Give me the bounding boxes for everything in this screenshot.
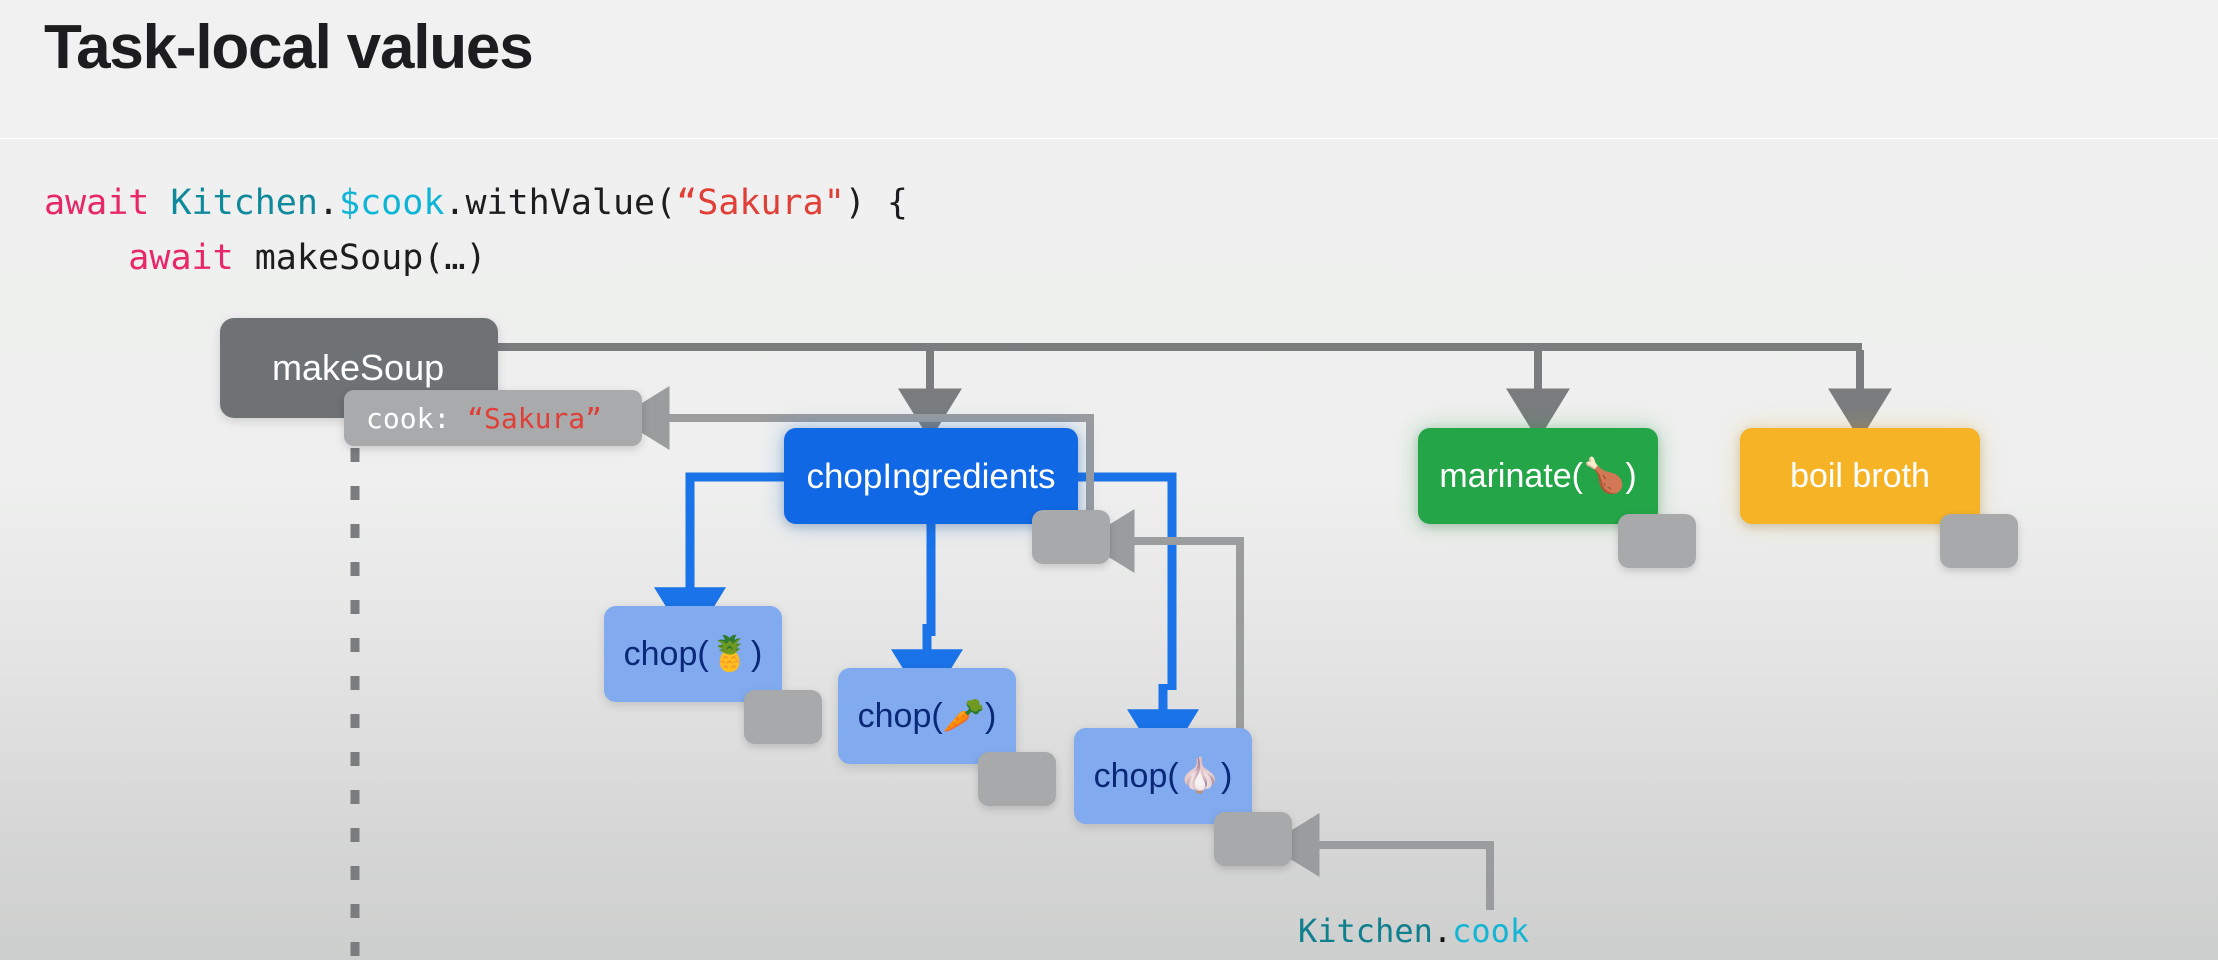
string-literal-sakura: “Sakura" <box>676 183 845 223</box>
task-handle-chopingredients[interactable] <box>1032 510 1110 564</box>
node-chop-pineapple[interactable]: chop(🍍) <box>604 606 782 702</box>
node-chopingredients-label: chopIngredients <box>806 456 1056 496</box>
task-handle-chop-pineapple[interactable] <box>744 690 822 744</box>
node-marinate[interactable]: marinate(🍗) <box>1418 428 1658 524</box>
code-dot: . <box>317 183 340 223</box>
keyword-await: await <box>44 183 150 223</box>
code-tail: ) { <box>844 183 908 223</box>
node-makesoup-label: makeSoup <box>272 347 445 388</box>
code-space <box>149 183 170 223</box>
task-handle-chop-garlic[interactable] <box>1214 812 1292 866</box>
task-handle-marinate[interactable] <box>1618 514 1696 568</box>
task-local-value-badge[interactable]: cook: “Sakura” <box>344 390 642 446</box>
node-chop-pineapple-label: chop(🍍) <box>623 635 763 673</box>
caption-property: cook <box>1452 912 1530 950</box>
method-withvalue: .withValue( <box>444 183 677 223</box>
caption-dot: . <box>1432 912 1453 950</box>
code-space-2 <box>234 238 255 278</box>
node-chopingredients[interactable]: chopIngredients <box>784 428 1078 524</box>
code-indent <box>44 238 128 278</box>
node-chop-garlic-label: chop(🧄) <box>1093 757 1233 795</box>
task-local-value-value: “Sakura” <box>467 401 603 435</box>
code-line-1: await Kitchen.$cook.withValue(“Sakura") … <box>44 183 908 223</box>
code-block: await Kitchen.$cook.withValue(“Sakura") … <box>44 176 908 286</box>
slide-header: Task-local values <box>0 0 2218 138</box>
node-boilbroth[interactable]: boil broth <box>1740 428 1980 524</box>
code-line-2: await makeSoup(…) <box>44 238 487 278</box>
node-chop-carrot-label: chop(🥕) <box>857 697 997 735</box>
type-kitchen: Kitchen <box>170 183 318 223</box>
task-handle-chop-carrot[interactable] <box>978 752 1056 806</box>
keyword-await-2: await <box>128 238 234 278</box>
node-chop-garlic[interactable]: chop(🧄) <box>1074 728 1252 824</box>
property-cook: $cook <box>339 183 445 223</box>
caption-type: Kitchen <box>1298 912 1433 950</box>
node-marinate-label: marinate(🍗) <box>1439 457 1637 495</box>
task-handle-boilbroth[interactable] <box>1940 514 2018 568</box>
node-boilbroth-label: boil broth <box>1790 457 1930 495</box>
call-makesoup: makeSoup(…) <box>254 238 487 278</box>
caption-kitchen-cook: Kitchen.cook <box>1298 912 1529 950</box>
node-chop-carrot[interactable]: chop(🥕) <box>838 668 1016 764</box>
page-title: Task-local values <box>44 13 534 82</box>
task-local-value-key: cook: <box>366 401 468 435</box>
